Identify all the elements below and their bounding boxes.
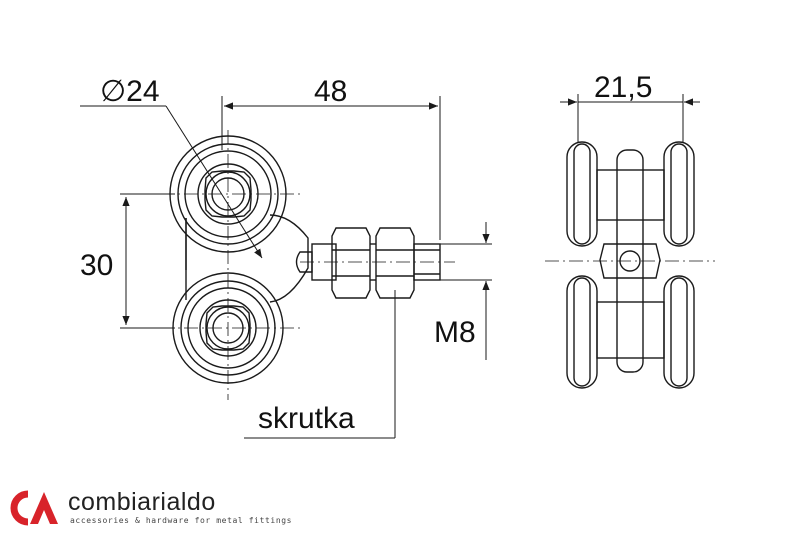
width-dimension: 21,5 — [594, 71, 652, 104]
front-view — [169, 135, 441, 384]
diameter-dimension: ∅24 — [100, 75, 160, 108]
front-dimensions — [80, 96, 492, 439]
side-dimensions — [560, 94, 700, 142]
part-label: skrutka — [258, 402, 355, 435]
thread-dimension: M8 — [434, 316, 476, 349]
centerlines — [160, 130, 455, 400]
brand-name: combiarialdo — [68, 488, 216, 516]
spacing-dimension: 30 — [80, 249, 113, 282]
bolt — [311, 227, 441, 299]
bracket-body — [185, 214, 309, 303]
length-dimension: 48 — [314, 75, 347, 108]
brand-tagline: accessories & hardware for metal fitting… — [70, 516, 293, 525]
side-view — [566, 141, 695, 389]
brand-logo — [10, 490, 58, 526]
brand-footer: combiarialdo accessories & hardware for … — [6, 488, 306, 528]
